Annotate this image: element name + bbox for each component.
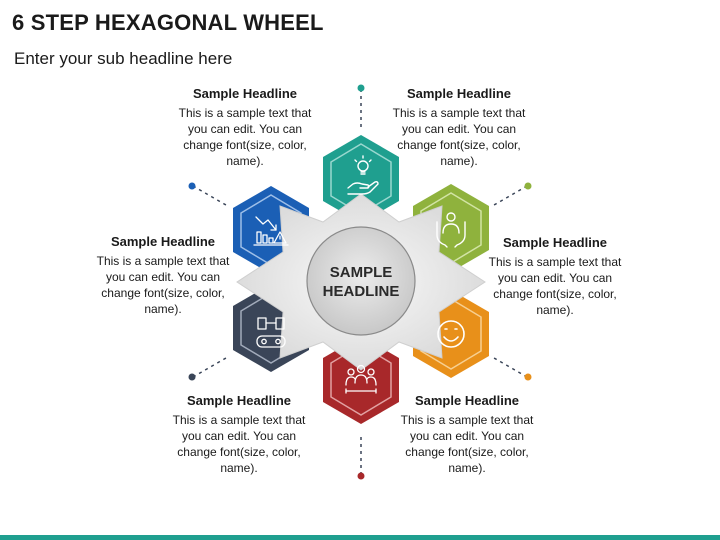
step-5-text: Sample Headline This is a sample text th… — [88, 234, 238, 317]
hex-step-4 — [323, 336, 399, 424]
connector-3 — [493, 357, 528, 378]
declining-chart-icon — [253, 216, 289, 246]
connector-dot-5 — [188, 373, 196, 381]
page-title: 6 STEP HEXAGONAL WHEEL — [12, 10, 324, 35]
step-1-headline: Sample Headline — [406, 86, 512, 101]
step-1-text: Sample Headline This is a sample text th… — [384, 86, 534, 169]
vr-headset-icon — [256, 317, 286, 348]
step-3-headline: Sample Headline — [414, 393, 520, 408]
connector-dot-3 — [524, 373, 532, 381]
center-label-line1: SAMPLE — [330, 264, 393, 281]
person-hands-icon — [436, 212, 466, 248]
hex-step-4-inner — [330, 344, 392, 416]
team-icon — [345, 364, 377, 394]
connector-dot-2 — [524, 182, 532, 190]
connector-5 — [192, 357, 227, 378]
center-label-line2: HEADLINE — [323, 283, 400, 300]
bottom-accent-bar — [0, 535, 720, 540]
step-4-body: This is a sample text that you can edit.… — [172, 413, 306, 475]
connector-dot-4 — [357, 472, 365, 480]
connector-6 — [192, 185, 227, 206]
page-subtitle: Enter your sub headline here — [14, 49, 233, 68]
connector-dots — [188, 84, 532, 480]
step-2-headline: Sample Headline — [502, 235, 608, 250]
step-6-text: Sample Headline This is a sample text th… — [170, 86, 320, 169]
step-3-body: This is a sample text that you can edit.… — [400, 413, 534, 475]
step-6-body: This is a sample text that you can edit.… — [178, 106, 312, 168]
step-2-text: Sample Headline This is a sample text th… — [480, 235, 630, 318]
step-3-text: Sample Headline This is a sample text th… — [392, 393, 542, 476]
center-circle — [306, 226, 416, 336]
step-2-body: This is a sample text that you can edit.… — [488, 255, 622, 317]
step-1-body: This is a sample text that you can edit.… — [392, 106, 526, 168]
connector-2 — [493, 185, 528, 206]
step-4-text: Sample Headline This is a sample text th… — [164, 393, 314, 476]
lightbulb-hand-icon — [347, 155, 379, 195]
connector-dot-6 — [188, 182, 196, 190]
hex-step-1 — [323, 135, 399, 223]
step-6-headline: Sample Headline — [192, 86, 298, 101]
step-5-body: This is a sample text that you can edit.… — [96, 254, 230, 316]
step-5-headline: Sample Headline — [110, 234, 216, 249]
smiley-icon — [437, 320, 465, 348]
connector-dot-1 — [357, 84, 365, 92]
step-4-headline: Sample Headline — [186, 393, 292, 408]
